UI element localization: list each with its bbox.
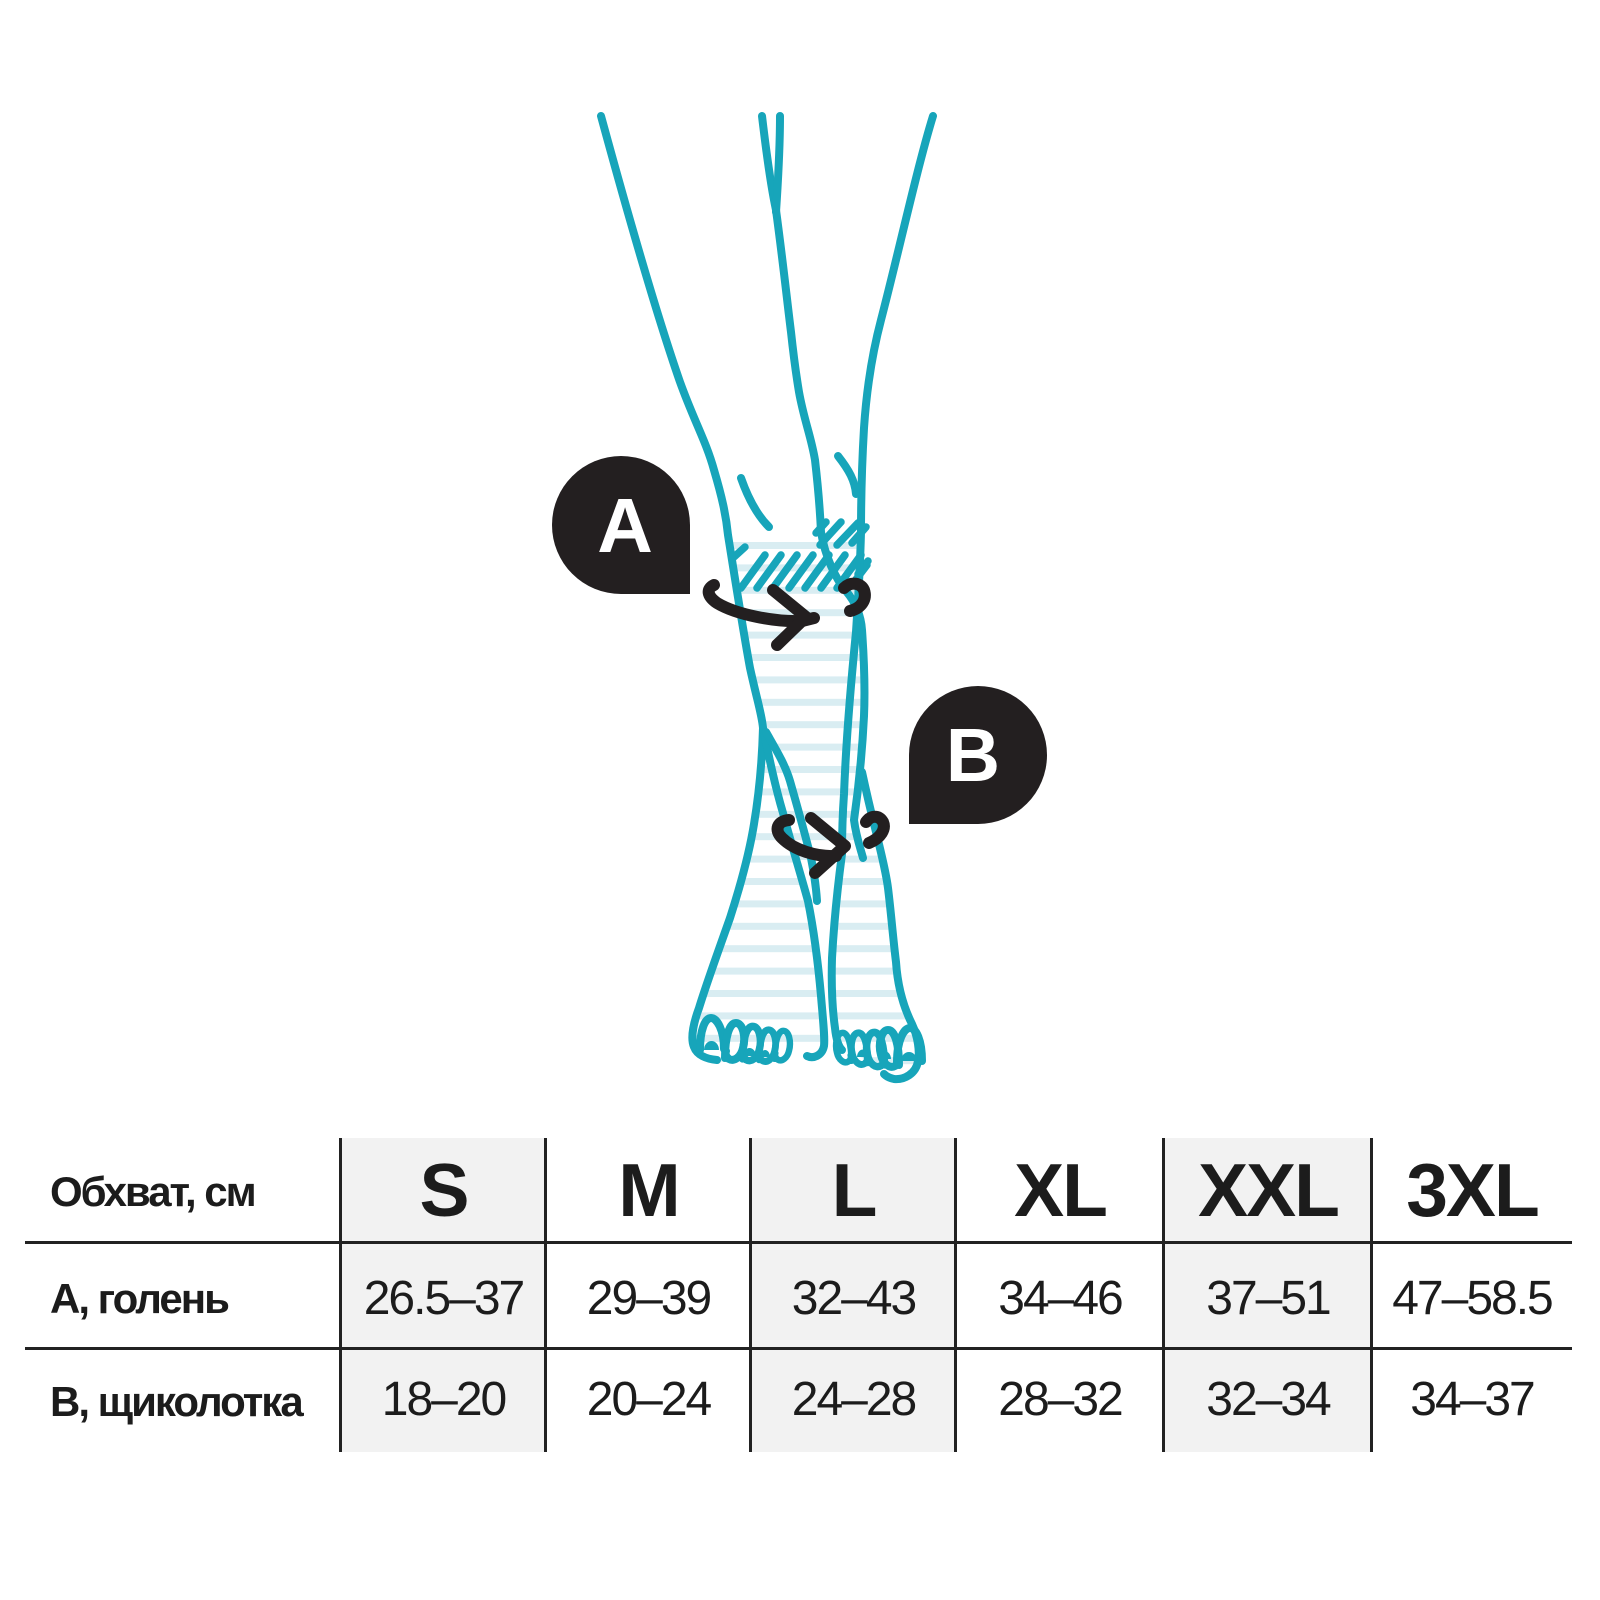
svg-text:B: B (946, 713, 1000, 797)
svg-text:A: A (597, 483, 653, 569)
